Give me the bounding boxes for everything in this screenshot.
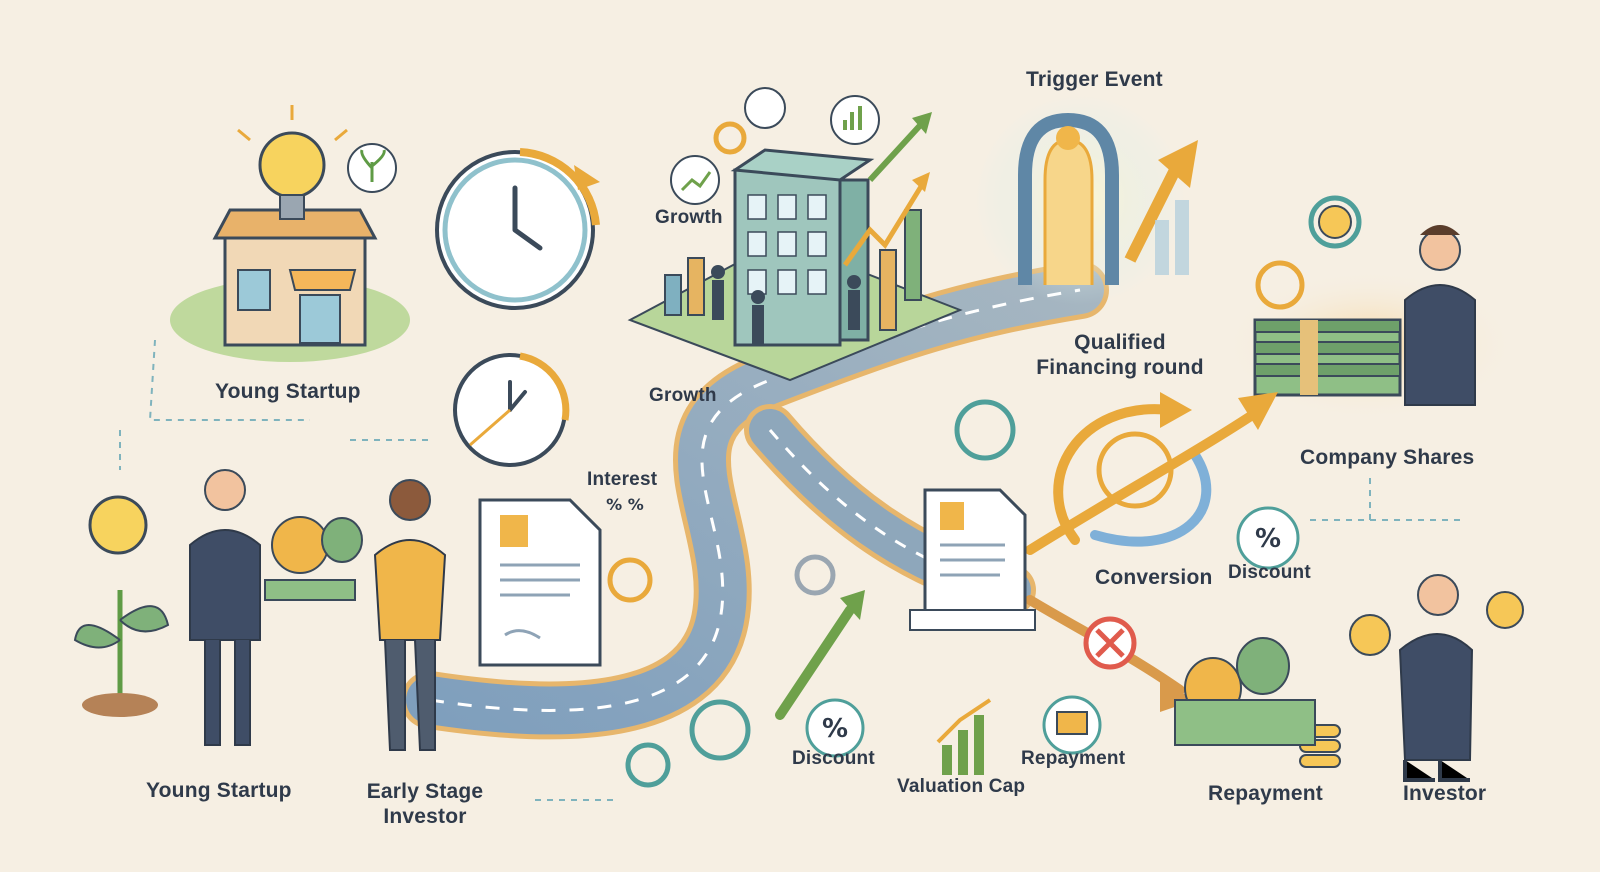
cancel-x-icon xyxy=(1083,616,1137,670)
label-discount-bottom: Discount xyxy=(792,748,875,769)
label-early-stage-investor-line1: Early Stage xyxy=(366,780,484,803)
businessman-icon xyxy=(1404,225,1476,406)
label-company-shares: Company Shares xyxy=(1300,446,1475,469)
svg-text:%: % xyxy=(1255,524,1281,554)
label-discount-right: Discount xyxy=(1228,562,1311,583)
label-repayment-small: Repayment xyxy=(1021,748,1126,769)
dashed-connectors xyxy=(119,339,1465,801)
label-early-stage-investor-line2: Investor xyxy=(383,805,467,828)
label-investor: Investor xyxy=(1403,782,1487,805)
label-repayment-large: Repayment xyxy=(1208,782,1324,805)
storefront-icon xyxy=(170,208,410,362)
people-icon xyxy=(711,265,861,345)
growth-chart-icon xyxy=(664,112,932,331)
clock-icon xyxy=(435,148,600,310)
lightbulb-icon xyxy=(237,105,348,220)
label-young-startup-top: Young Startup xyxy=(215,380,361,403)
office-building-icon xyxy=(627,87,963,382)
label-young-startup-bottom: Young Startup xyxy=(146,779,292,802)
label-trigger-event: Trigger Event xyxy=(1026,68,1163,91)
document-icon xyxy=(478,488,1036,667)
businessman-icon-left xyxy=(189,469,261,746)
clock-icon-small xyxy=(453,352,570,467)
label-qualified-financing-round: Qualified Financing round xyxy=(1036,330,1203,380)
sprout-icon xyxy=(347,143,397,193)
growth-chart-icon-small xyxy=(936,695,1102,775)
money-bag-icon xyxy=(264,516,1316,746)
arrowheads xyxy=(840,392,1278,712)
label-growth-upper: Growth xyxy=(655,207,723,228)
svg-text:% %: % % xyxy=(606,495,644,514)
investor-icon xyxy=(1398,574,1474,782)
label-early-stage-investor: Early Stage Investor xyxy=(367,779,484,829)
label-valuation-cap: Valuation Cap xyxy=(897,776,1026,797)
percent-glyphs: % % % % xyxy=(606,495,1281,744)
label-conversion: Conversion xyxy=(1095,566,1213,589)
svg-text:%: % xyxy=(822,714,848,744)
label-interest: Interest xyxy=(587,469,658,490)
label-qualified-line1: Qualified xyxy=(1074,331,1166,354)
percent-icon xyxy=(805,506,1300,758)
label-growth-lower: Growth xyxy=(649,385,717,406)
coin-icon xyxy=(1299,205,1524,768)
label-qualified-line2: Financing round xyxy=(1036,356,1204,379)
sprout-icon-bottom xyxy=(73,495,170,717)
gateway-arch-icon xyxy=(975,95,1198,305)
investor-woman-icon xyxy=(373,479,447,751)
